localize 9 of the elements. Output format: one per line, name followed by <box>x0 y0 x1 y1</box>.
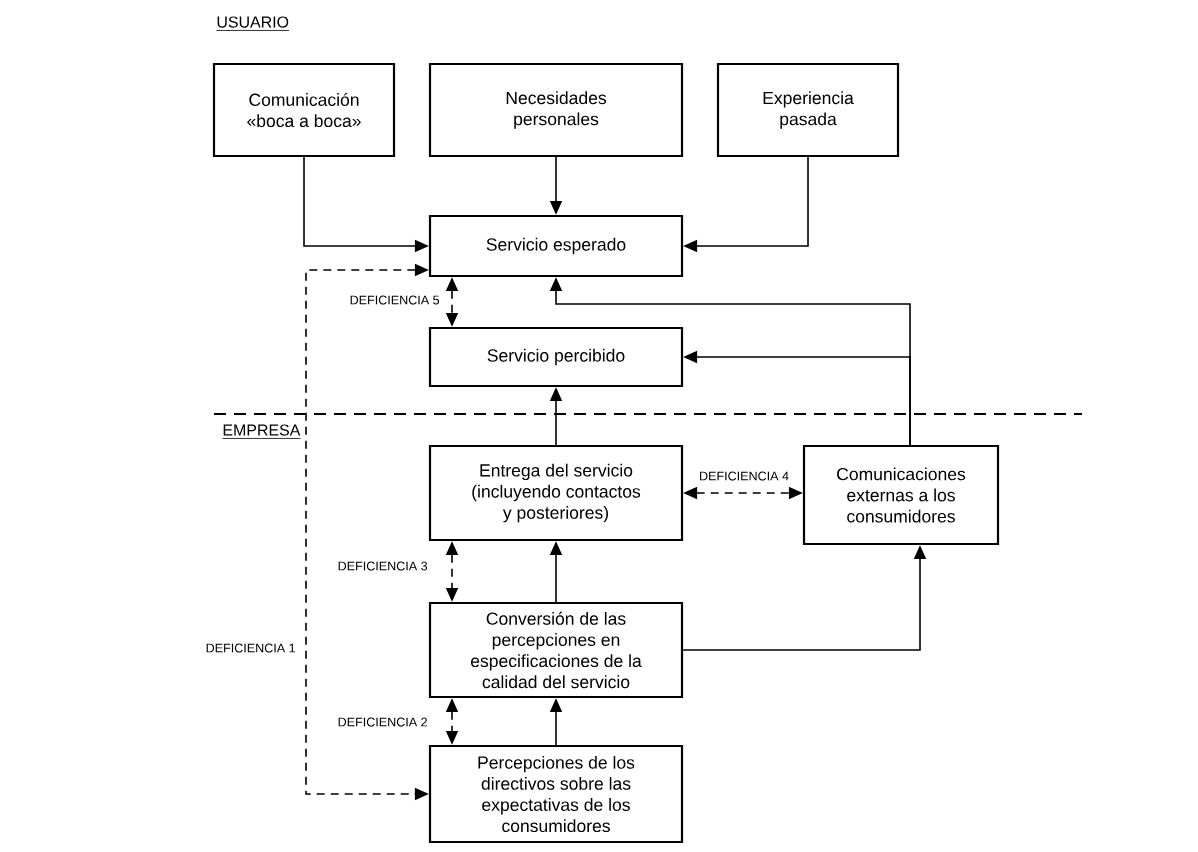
process-box: Necesidades personales <box>428 62 684 158</box>
process-box: Conversión de las percepciones en especificaciones de la calidad del servicio <box>428 601 684 699</box>
process-box: Servicio esperado <box>428 214 684 278</box>
process-box: Comunicación «boca a boca» <box>212 62 396 158</box>
process-box: Comunicaciones externas a los consumidores <box>802 444 1000 546</box>
process-box: Servicio percibido <box>428 326 684 388</box>
process-box: Entrega del servicio (incluyendo contactos y posteriores) <box>428 444 684 542</box>
process-box: Percepciones de los directivos sobre las expectativas de los consumidores <box>428 744 684 844</box>
process-box: Experiencia pasada <box>716 62 900 158</box>
